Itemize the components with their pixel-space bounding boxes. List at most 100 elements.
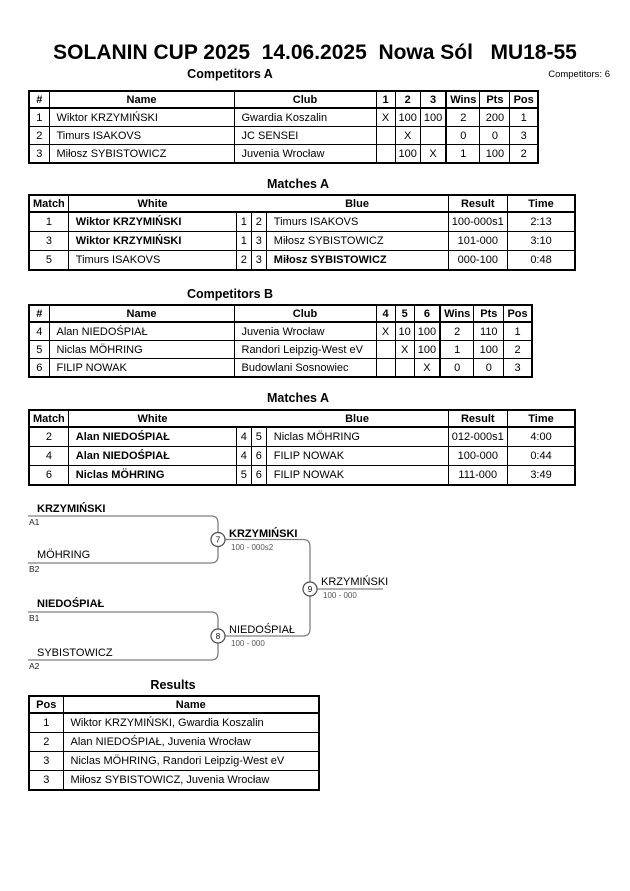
cell: Niclas MÖHRING, Randori Leipzig-West eV — [62, 751, 320, 771]
cell: FILIP NOWAK — [48, 358, 235, 378]
table-row: 3 Niclas MÖHRING, Randori Leipzig-West e… — [28, 751, 320, 771]
col-header: Blue — [266, 409, 449, 428]
cell — [375, 358, 396, 378]
cell: 4 — [28, 321, 50, 341]
bracket-player-b2: MÖHRING — [37, 549, 90, 561]
cell — [394, 358, 415, 378]
cell — [375, 126, 396, 145]
bracket-line-sf1-winner — [218, 538, 311, 589]
cell: Alan NIEDOŚPIAŁ — [48, 321, 235, 341]
col-header: Pos — [503, 304, 533, 323]
table-row: 1 Wiktor KRZYMIŃSKI 1 2 Timurs ISAKOVS 1… — [28, 211, 576, 232]
col-header: # — [28, 304, 50, 323]
cell: X — [394, 340, 415, 359]
col-header: Blue — [266, 194, 449, 213]
col-header — [251, 194, 267, 213]
cell: 4 — [235, 426, 252, 447]
cell: 5 — [250, 426, 267, 447]
cell: 2:13 — [506, 211, 576, 232]
col-header: 6 — [413, 304, 441, 323]
cell: 1 — [439, 340, 475, 359]
table-row: 3 Miłosz SYBISTOWICZ Juvenia Wrocław 100… — [28, 144, 539, 164]
cell: Juvenia Wrocław — [233, 321, 377, 341]
table-row: 6 FILIP NOWAK Budowlani Sosnowiec X 0 0 … — [28, 358, 533, 378]
cell: 2 — [28, 732, 64, 752]
cell: 2 — [439, 321, 475, 341]
bracket-seed-b2: B2 — [29, 564, 40, 574]
table-row: 3 Wiktor KRZYMIŃSKI 1 3 Miłosz SYBISTOWI… — [28, 231, 576, 251]
match-7-circle — [210, 531, 226, 548]
col-header: Pos — [28, 695, 64, 714]
cell: Timurs ISAKOVS — [48, 126, 235, 145]
col-header: 3 — [419, 90, 447, 109]
bracket-line-sf2-winner — [218, 589, 311, 637]
cell: Miłosz SYBISTOWICZ — [265, 250, 449, 271]
cell: Randori Leipzig-West eV — [233, 340, 377, 359]
cell: 0:44 — [506, 446, 576, 466]
bracket-sf1-score: 100 - 000s2 — [231, 543, 274, 552]
cell: JC SENSEI — [233, 126, 377, 145]
header-row: # Name Club 4 5 6 Wins Pts Pos — [28, 304, 533, 323]
cell: 4 — [28, 446, 69, 466]
header-row: # Name Club 1 2 3 Wins Pts Pos — [28, 90, 539, 109]
cell: Gwardia Koszalin — [233, 107, 377, 127]
table-row: 4 Alan NIEDOŚPIAŁ Juvenia Wrocław X 10 1… — [28, 321, 533, 341]
cell: 2 — [503, 340, 533, 359]
table-row: 4 Alan NIEDOŚPIAŁ 4 6 FILIP NOWAK 100-00… — [28, 446, 576, 466]
col-header: Name — [48, 90, 235, 109]
match-8-circle — [210, 628, 226, 644]
header-row: Match White Blue Result Time — [28, 194, 576, 213]
cell: FILIP NOWAK — [265, 446, 449, 466]
cell: Wiktor KRZYMIŃSKI — [67, 211, 237, 232]
cell: 6 — [28, 358, 50, 378]
table-row: 2 Timurs ISAKOVS JC SENSEI X 0 0 3 — [28, 126, 539, 145]
cell: 2 — [250, 211, 267, 232]
cell: 111-000 — [447, 465, 508, 486]
cell: 3 — [28, 144, 50, 164]
bracket-player-a1: KRZYMIŃSKI — [37, 502, 105, 515]
col-header: 2 — [394, 90, 421, 109]
cell: 2 — [235, 250, 252, 271]
cell: 101-000 — [447, 231, 508, 251]
cell: X — [394, 126, 421, 145]
cell: 10 — [394, 321, 415, 341]
cell: Budowlani Sosnowiec — [233, 358, 377, 378]
col-header: Name — [48, 304, 235, 323]
cell: 100 — [394, 107, 421, 127]
cell: 1 — [235, 211, 252, 232]
col-header: Name — [62, 695, 320, 714]
col-header: Club — [233, 304, 377, 323]
cell: 0 — [445, 126, 481, 145]
cell — [375, 144, 396, 164]
col-header: Time — [506, 409, 576, 428]
cell: 3 — [250, 231, 267, 251]
cell: 1 — [509, 107, 539, 127]
col-header: 1 — [375, 90, 396, 109]
col-header: # — [28, 90, 50, 109]
cell: 3 — [509, 126, 539, 145]
cell: 110 — [473, 321, 505, 341]
col-header — [236, 194, 252, 213]
table-row: 5 Niclas MÖHRING Randori Leipzig-West eV… — [28, 340, 533, 359]
cell: Wiktor KRZYMIŃSKI — [67, 231, 237, 251]
cell: 0 — [473, 358, 505, 378]
page-title: SOLANIN CUP 2025 14.06.2025 Nowa Sól MU1… — [53, 41, 577, 64]
competitors-b-table: # Name Club 4 5 6 Wins Pts Pos 4 Alan NI… — [28, 304, 533, 378]
bracket-final-score: 100 - 000 — [323, 591, 357, 600]
bracket-sf1-winner: KRZYMIŃSKI — [229, 527, 297, 540]
cell: Wiktor KRZYMIŃSKI — [48, 107, 235, 127]
cell: 1 — [445, 144, 481, 164]
col-header — [236, 409, 252, 428]
cell: 5 — [28, 340, 50, 359]
cell: Alan NIEDOŚPIAŁ, Juvenia Wrocław — [62, 732, 320, 752]
header-row: Match White Blue Result Time — [28, 409, 576, 428]
cell: Alan NIEDOŚPIAŁ — [67, 426, 237, 447]
cell: 1 — [503, 321, 533, 341]
cell: 0 — [479, 126, 511, 145]
matches-a-table: Match White Blue Result Time 1 Wiktor KR… — [28, 194, 577, 271]
col-header: Club — [233, 90, 377, 109]
col-header: Time — [506, 194, 576, 213]
matches-a-heading: Matches A — [266, 177, 330, 191]
cell: 100 — [413, 321, 441, 341]
cell: 2 — [28, 426, 69, 447]
